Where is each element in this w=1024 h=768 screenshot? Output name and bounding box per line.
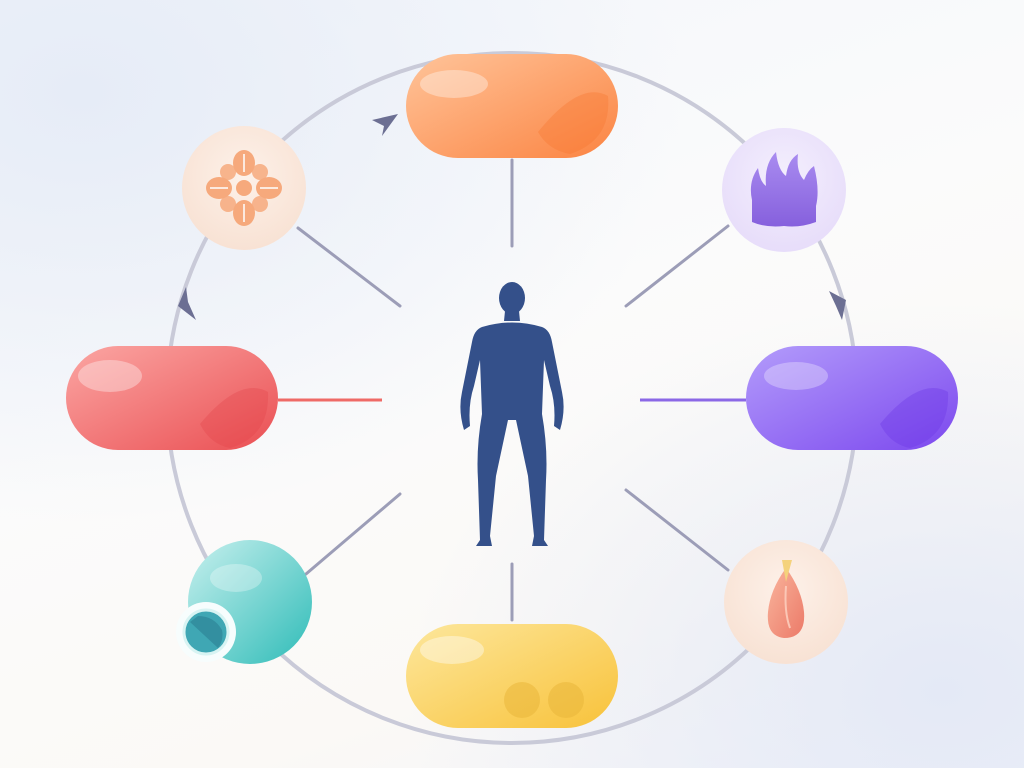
connector-lower-left bbox=[304, 492, 402, 576]
flame-icon bbox=[750, 152, 818, 227]
ring-arrow-top bbox=[372, 114, 398, 136]
cell-sphere-icon bbox=[176, 602, 236, 662]
lower-left-circle[interactable] bbox=[176, 540, 312, 664]
lower-right-circle[interactable] bbox=[724, 540, 848, 664]
ring-arrow-right bbox=[829, 291, 846, 320]
left-pill[interactable] bbox=[66, 346, 278, 450]
ring-arrow-left bbox=[178, 287, 196, 320]
top-pill[interactable] bbox=[406, 54, 618, 158]
upper-left-circle[interactable] bbox=[182, 126, 306, 250]
flower-pattern-icon bbox=[206, 150, 282, 226]
upper-right-circle[interactable] bbox=[722, 128, 846, 252]
connector-upper-right bbox=[624, 224, 730, 308]
connector-lower-right bbox=[624, 488, 730, 572]
connector-upper-left bbox=[296, 226, 402, 308]
connectors bbox=[296, 158, 730, 622]
human-body-icon bbox=[460, 282, 564, 546]
right-pill[interactable] bbox=[746, 346, 958, 450]
bottom-pill[interactable] bbox=[406, 624, 618, 728]
